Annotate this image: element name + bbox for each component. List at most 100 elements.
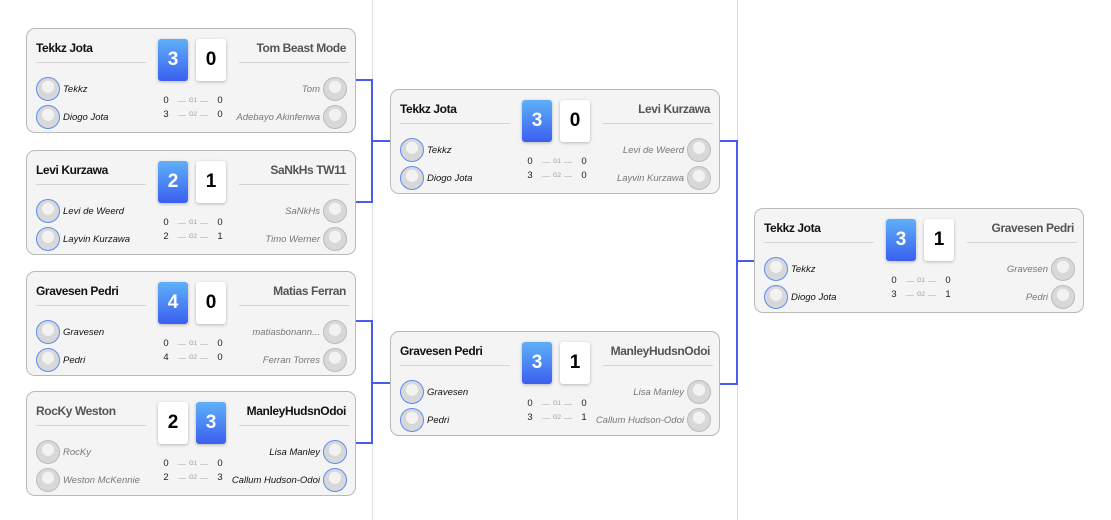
player-name: Tekkz [791,263,816,275]
divider [239,305,349,306]
player-row: Gravesen [400,380,468,404]
player-avatar-icon [36,348,60,372]
player-row: Diogo Jota [764,285,836,309]
right-game-score: 1 [945,289,951,300]
player-row: Lisa Manley [269,440,347,464]
player-name: Levi de Weerd [622,144,684,156]
connector-line [736,140,738,385]
game-label: G1 [188,98,197,104]
player-row: Pedri [1026,285,1075,309]
right-game-score: 0 [217,217,223,228]
player-name: Levi de Weerd [63,205,125,217]
right-game-score: 0 [581,170,587,181]
player-avatar-icon [323,468,347,492]
right-game-score: 1 [217,231,223,242]
player-name: Layvin Kurzawa [616,172,684,184]
divider [764,242,874,243]
team-name: Levi Kurzawa [638,102,710,116]
player-row: Lisa Manley [633,380,711,404]
player-row: matiasbonann... [252,320,347,344]
player-row: Callum Hudson-Odoi [596,408,711,432]
player-name: Callum Hudson-Odoi [231,474,320,486]
player-row: Layvin Kurzawa [617,166,711,190]
divider [603,365,713,366]
divider [36,184,146,185]
player-avatar-icon [323,227,347,251]
player-avatar-icon [687,408,711,432]
player-name: Layvin Kurzawa [63,233,131,245]
right-game-score: 0 [217,109,223,120]
player-name: Pedri [63,354,86,366]
game-label: G2 [188,234,197,240]
team-name: Levi Kurzawa [36,163,108,177]
player-name: Diogo Jota [791,291,837,303]
team-name: Gravesen Pedri [400,344,483,358]
team-score: 4 [158,282,188,324]
team-score: 1 [560,342,590,384]
player-avatar-icon [1051,257,1075,281]
connector-line [720,140,737,142]
connector-line [371,382,390,384]
player-row: Gravesen [1007,257,1075,281]
player-avatar-icon [323,320,347,344]
player-name: Pedri [427,414,450,426]
divider [603,123,713,124]
team-name: ManleyHudsnOdoi [610,344,711,358]
left-game-score: 2 [163,472,169,483]
game-label: G2 [552,415,561,421]
player-row: Diogo Jota [36,105,108,129]
connector-line [356,201,373,203]
connector-line [736,260,754,262]
player-name: Tekkz [63,83,88,95]
player-avatar-icon [323,199,347,223]
team-name: ManleyHudsnOdoi [246,404,347,418]
player-row: SaNkHs [285,199,347,223]
team-score: 3 [522,100,552,142]
player-name: Callum Hudson-Odoi [595,414,684,426]
player-avatar-icon [36,105,60,129]
player-row: Tekkz [36,77,87,101]
team-score: 0 [560,100,590,142]
player-name: Tekkz [427,144,452,156]
player-avatar-icon [323,77,347,101]
player-avatar-icon [1051,285,1075,309]
game-label: G2 [188,475,197,481]
player-name: matiasbonann... [252,326,320,338]
player-name: Gravesen [63,326,105,338]
team-score: 1 [924,219,954,261]
team-score: 1 [196,161,226,203]
connector-line [371,140,390,142]
divider [36,305,146,306]
left-game-score: 0 [163,458,169,469]
left-game-score: 0 [527,156,533,167]
team-name: Tekkz Jota [400,102,457,116]
player-row: Levi de Weerd [36,199,124,223]
team-name: Tom Beast Mode [256,41,346,55]
player-avatar-icon [764,285,788,309]
player-row: Tekkz [400,138,451,162]
player-row: Tekkz [764,257,815,281]
right-game-score: 0 [217,352,223,363]
left-game-score: 0 [163,217,169,228]
player-row: Layvin Kurzawa [36,227,130,251]
game-label: G2 [552,173,561,179]
divider [400,365,510,366]
right-game-score: 0 [581,398,587,409]
player-avatar-icon [400,138,424,162]
player-row: Pedri [36,348,85,372]
player-row: Pedri [400,408,449,432]
player-row: Ferran Torres [263,348,347,372]
